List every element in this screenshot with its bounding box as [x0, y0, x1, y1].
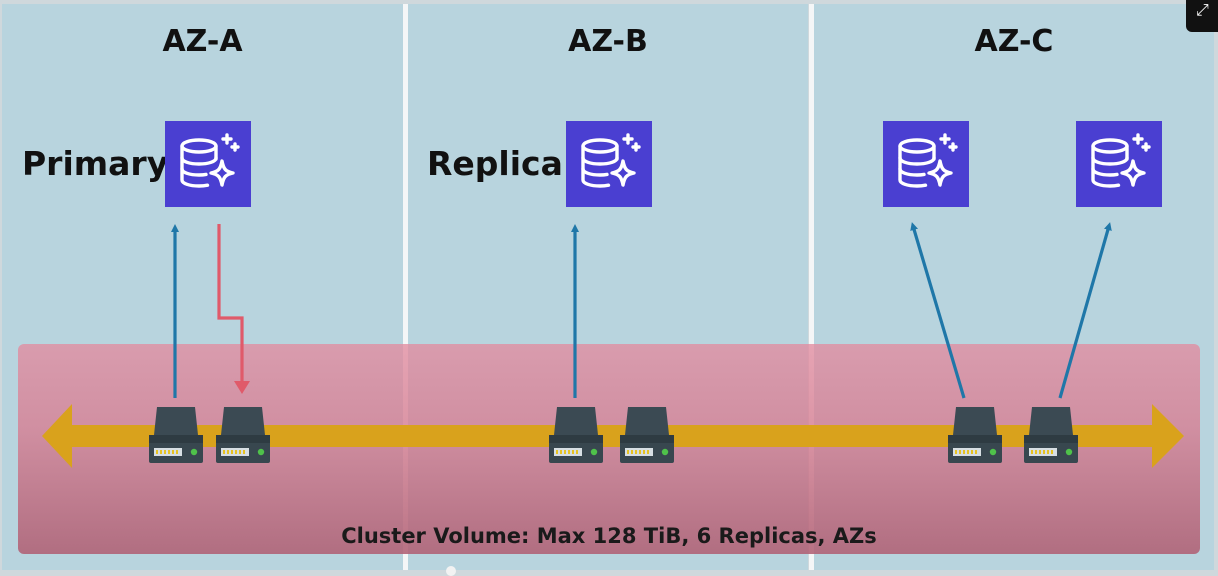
- zone-title-az-a: AZ-A: [162, 24, 243, 59]
- replica-database-icon: [883, 121, 969, 207]
- replica-database-icon: [566, 121, 652, 207]
- zone-divider: [403, 4, 408, 570]
- zone-title-az-b: AZ-B: [568, 24, 648, 59]
- zone-title-az-c: AZ-C: [974, 24, 1054, 59]
- replica-database-icon: [1076, 121, 1162, 207]
- storage-node-icon: [149, 407, 203, 463]
- database-icon: [581, 133, 641, 188]
- zone-divider: [809, 4, 814, 570]
- storage-bus-arrow: [42, 404, 1184, 468]
- cluster-volume-label: Cluster Volume: Max 128 TiB, 6 Replicas,…: [341, 524, 877, 548]
- expand-icon: ⤢: [1196, 0, 1209, 19]
- cluster-volume: [18, 344, 1200, 554]
- progress-handle[interactable]: [446, 566, 456, 576]
- read-arrow: [910, 222, 966, 399]
- replica-label: Replica: [427, 144, 563, 183]
- storage-node-icon: [620, 407, 674, 463]
- read-arrow: [1058, 222, 1112, 399]
- storage-node-icon: [216, 407, 270, 463]
- database-icon: [180, 133, 240, 188]
- corner-button[interactable]: ⤢: [1186, 0, 1218, 32]
- storage-node-icon: [1024, 407, 1078, 463]
- primary-label: Primary: [22, 144, 169, 183]
- write-arrow: [217, 224, 250, 394]
- primary-database-icon: [165, 121, 251, 207]
- database-icon: [898, 133, 958, 188]
- database-icon: [1091, 133, 1151, 188]
- storage-node-icon: [948, 407, 1002, 463]
- storage-node-icon: [549, 407, 603, 463]
